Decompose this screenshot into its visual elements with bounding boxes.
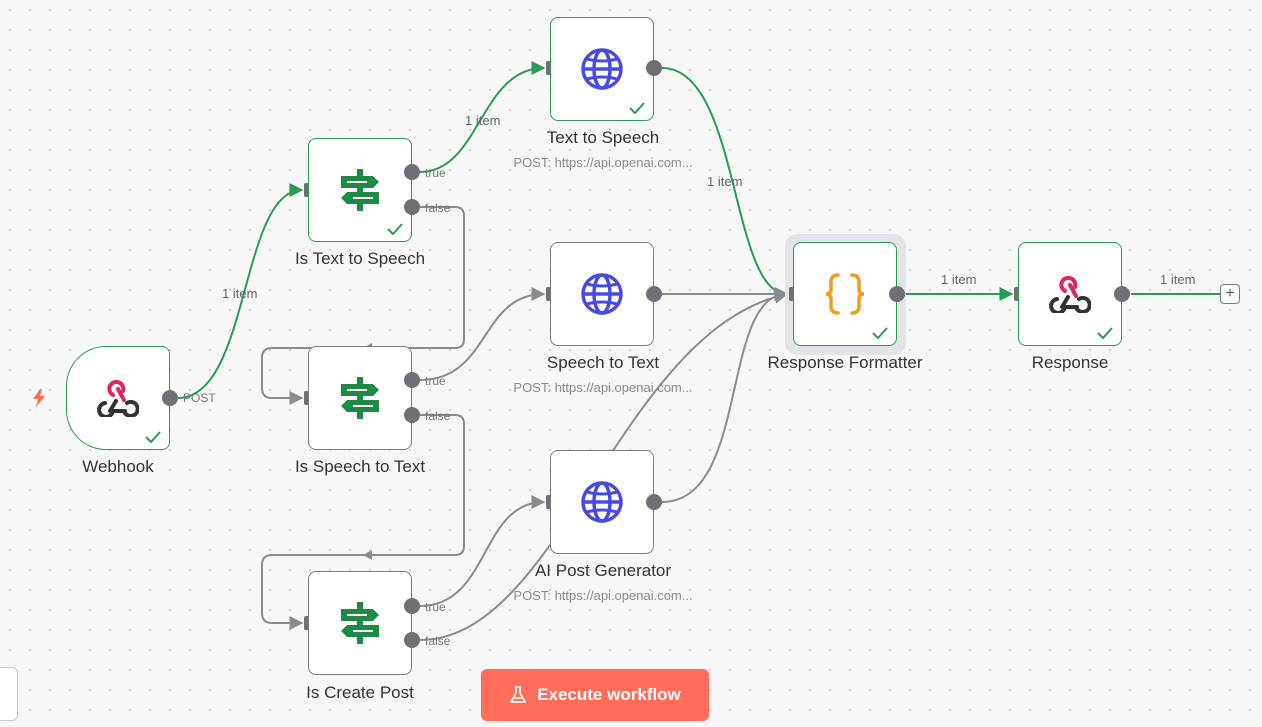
node-text-to-speech[interactable] [550,17,654,121]
node-speech-to-text[interactable] [550,242,654,346]
stt-output-port[interactable] [646,286,662,302]
is-post-label: Is Create Post [306,683,414,702]
is-stt-true-label: true [425,374,446,388]
edge-label-response: 1 item [1160,272,1196,287]
gen-subtitle: POST: https://api.openai.com... [513,588,693,603]
trigger-bolt-icon [33,389,45,407]
signpost-icon [341,602,379,644]
webhook-output-port[interactable] [162,390,178,406]
stt-label: Speech to Text [546,353,660,372]
is-tts-true-label: true [425,166,446,180]
is-stt-label: Is Speech to Text [294,457,426,476]
response-label: Response [1031,353,1109,372]
tts-subtitle: POST: https://api.openai.com... [513,155,693,170]
edge-gen-to-formatter [661,287,789,503]
node-response[interactable] [1018,242,1122,346]
is-post-true-label: true [425,600,446,614]
formatter-output-port[interactable] [889,286,905,302]
is-post-true-port[interactable] [404,598,420,614]
is-stt-true-port[interactable] [404,372,420,388]
edge-is-stt-true [419,287,546,381]
is-tts-false-label: false [425,201,451,215]
execute-workflow-button[interactable]: Execute workflow [481,669,709,721]
webhook-label: Webhook [82,457,154,476]
is-tts-label: Is Text to Speech [294,249,426,268]
edge-is-stt-false-mid-arrow [363,550,372,560]
is-post-false-port[interactable] [404,632,420,648]
globe-icon [581,273,623,315]
success-check-icon [145,431,161,443]
node-is-speech-to-text[interactable] [308,346,412,450]
webhook-icon [1049,275,1091,313]
success-check-icon [872,327,888,339]
edge-label-tts: 1 item [707,174,743,189]
success-check-icon [629,102,645,114]
node-webhook[interactable] [66,346,170,450]
execute-workflow-label: Execute workflow [537,685,681,704]
success-check-icon [1097,327,1113,339]
is-tts-true-port[interactable] [404,164,420,180]
code-braces-icon [825,273,865,315]
success-check-icon [387,223,403,235]
edge-label-webhook: 1 item [222,286,258,301]
gen-label: AI Post Generator [534,561,672,580]
flask-icon [510,686,527,703]
signpost-icon [341,377,379,419]
globe-icon [581,48,623,90]
add-node-button[interactable]: + [1220,284,1240,304]
edge-label-formatter: 1 item [941,272,977,287]
node-is-create-post[interactable] [308,571,412,675]
tts-output-port[interactable] [646,60,662,76]
is-stt-false-port[interactable] [404,407,420,423]
node-ai-post-generator[interactable] [550,450,654,554]
is-post-false-label: false [425,634,451,648]
is-tts-false-port[interactable] [404,199,420,215]
edge-label-is-tts: 1 item [465,113,501,128]
formatter-label: Response Formatter [767,353,923,372]
node-response-formatter[interactable] [793,242,897,346]
node-is-text-to-speech[interactable] [308,138,412,242]
tts-label: Text to Speech [546,128,660,147]
stt-subtitle: POST: https://api.openai.com... [513,380,693,395]
gen-output-port[interactable] [646,494,662,510]
panel-toggle-button[interactable] [0,667,18,721]
globe-icon [581,481,623,523]
webhook-icon [97,379,139,417]
signpost-icon [341,169,379,211]
webhook-port-label: POST [183,391,216,405]
response-output-port[interactable] [1114,286,1130,302]
is-stt-false-label: false [425,409,451,423]
